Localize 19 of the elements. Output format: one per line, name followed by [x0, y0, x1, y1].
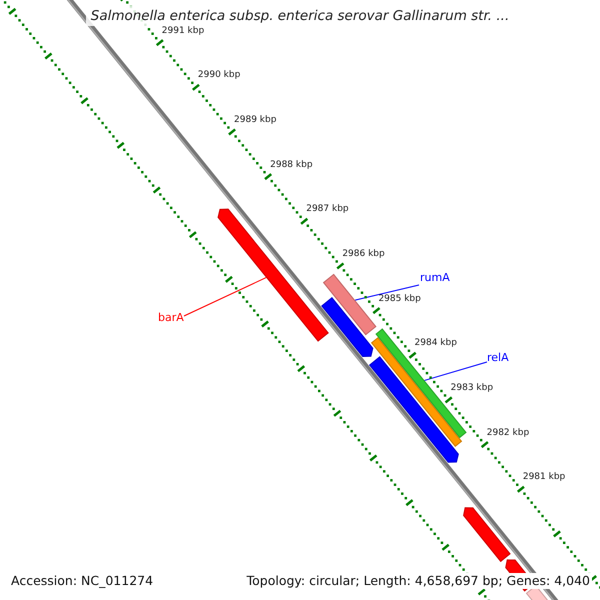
- leader-line: [184, 277, 267, 316]
- tick-label: 2986 kbp: [342, 248, 385, 260]
- tick-label: 2991 kbp: [162, 26, 204, 37]
- tick-label: 2989 kbp: [234, 114, 276, 126]
- tick-label: 2983 kbp: [450, 382, 494, 394]
- tick-label: 2990 kbp: [198, 70, 240, 82]
- tick-label: 2985 kbp: [378, 294, 421, 305]
- leader-line: [354, 284, 420, 301]
- tick-label: 2982 kbp: [486, 428, 530, 439]
- gene-label: barA: [158, 311, 184, 324]
- tick-label: 2988 kbp: [270, 160, 313, 171]
- accession-text: Accession: NC_011274: [9, 573, 156, 589]
- tick-label: 2984 kbp: [414, 338, 457, 350]
- genome-info-text: Topology: circular; Length: 4,658,697 bp; Genes: 4,040: [244, 573, 592, 589]
- tick-label: 2987 kbp: [306, 204, 349, 216]
- gene-label: relA: [487, 351, 509, 364]
- tick-label: 2981 kbp: [522, 472, 566, 484]
- gene-bar: [322, 274, 377, 336]
- gene-label: rumA: [420, 271, 450, 284]
